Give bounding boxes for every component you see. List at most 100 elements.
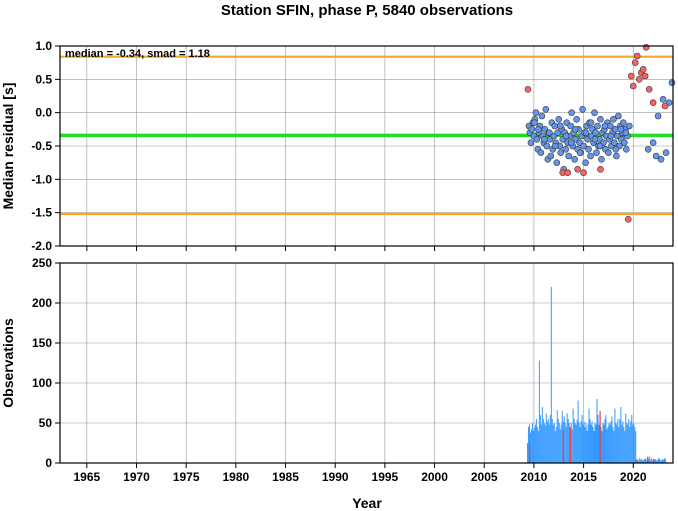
- observation-bar: [655, 459, 657, 463]
- observation-bar: [551, 419, 553, 463]
- data-point: [582, 129, 590, 136]
- observation-bar: [548, 424, 550, 463]
- observation-bar: [625, 413, 627, 463]
- observation-bar: [582, 424, 584, 463]
- observation-bar: [640, 459, 642, 463]
- data-point: [625, 122, 633, 130]
- data-point: [617, 126, 625, 133]
- observation-bar: [566, 413, 568, 463]
- observation-bar: [579, 427, 581, 463]
- observation-bar: [594, 423, 596, 463]
- observation-bar: [619, 419, 621, 463]
- data-point: [551, 142, 559, 150]
- y-tick-label: 250: [32, 256, 52, 270]
- data-point: [615, 112, 622, 120]
- observation-bar: [559, 429, 561, 463]
- stats-annotation: median = -0.34, smad = 1.18: [65, 48, 210, 60]
- observation-bar: [536, 427, 538, 463]
- y-tick-label: 200: [32, 296, 52, 310]
- observation-bar: [629, 427, 631, 463]
- observation-bar: [634, 427, 636, 463]
- observation-bar: [623, 427, 625, 463]
- outlier-bar: [569, 427, 571, 463]
- x-tick-label: 1970: [123, 470, 150, 484]
- y-tick-label: -2.0: [31, 239, 52, 253]
- observation-bar: [628, 419, 630, 463]
- observation-bar: [563, 416, 565, 463]
- data-point: [571, 126, 579, 133]
- y-axis-label-residual: Median residual [s]: [0, 83, 16, 210]
- outlier-bar: [647, 456, 649, 463]
- observation-bar: [659, 459, 661, 463]
- data-point: [623, 146, 630, 153]
- x-tick-label: 2015: [570, 470, 597, 484]
- observation-bar: [608, 423, 610, 463]
- observation-bar: [620, 407, 622, 463]
- outlier-point: [633, 52, 641, 60]
- observation-bar: [578, 423, 580, 463]
- data-point: [562, 146, 570, 153]
- outlier-point: [627, 72, 635, 80]
- data-point: [576, 149, 584, 156]
- observation-bar: [651, 458, 653, 463]
- data-point: [546, 129, 553, 136]
- data-point: [654, 112, 662, 120]
- observation-bar: [661, 460, 663, 463]
- data-point: [585, 146, 592, 153]
- observation-bar: [598, 424, 600, 463]
- data-point: [587, 152, 594, 160]
- observation-bar: [627, 424, 629, 463]
- observation-bar: [609, 424, 611, 463]
- outlier-point: [661, 102, 669, 110]
- observation-bar: [538, 360, 540, 463]
- plot-frame: [59, 262, 674, 464]
- observation-bar: [553, 423, 555, 463]
- observation-bar: [542, 419, 544, 463]
- observation-bar: [557, 419, 559, 463]
- observation-bar: [550, 287, 552, 463]
- data-point: [562, 132, 570, 140]
- outlier-bar: [528, 443, 531, 463]
- outlier-point: [635, 76, 643, 83]
- outlier-point: [649, 99, 657, 106]
- data-point: [613, 152, 620, 160]
- observation-bar: [572, 408, 574, 463]
- observation-bar: [570, 423, 572, 463]
- outlier-point: [564, 169, 571, 176]
- observation-bar: [652, 460, 654, 463]
- data-point: [579, 106, 586, 113]
- observation-bar: [549, 415, 551, 463]
- outlier-point: [642, 44, 650, 51]
- x-tick-label: 1995: [372, 470, 399, 484]
- observation-bar: [577, 400, 579, 463]
- data-point: [591, 109, 598, 116]
- observation-bar: [632, 424, 634, 463]
- data-point: [662, 149, 670, 156]
- observation-bar: [603, 424, 605, 463]
- observation-bar: [642, 460, 644, 463]
- data-point: [591, 136, 599, 143]
- y-tick-label: 100: [32, 376, 52, 390]
- data-point: [567, 122, 574, 130]
- observation-bar: [649, 456, 651, 463]
- observation-bar: [605, 415, 607, 463]
- observation-bar: [646, 459, 648, 463]
- data-point: [541, 136, 548, 143]
- data-point: [532, 109, 540, 116]
- observation-bar: [626, 423, 628, 463]
- observation-bar: [588, 408, 590, 463]
- plot-frame: [59, 45, 674, 247]
- data-point: [622, 129, 630, 136]
- data-point: [596, 142, 604, 150]
- observation-bar: [560, 424, 562, 463]
- outlier-bar: [635, 459, 637, 463]
- data-point: [542, 106, 550, 113]
- y-tick-label: -1.5: [31, 206, 52, 220]
- data-point: [601, 122, 609, 130]
- outlier-point: [639, 66, 647, 73]
- observation-bar: [535, 419, 537, 463]
- observation-bar: [527, 427, 529, 463]
- observation-bar: [636, 459, 638, 463]
- observation-bar: [530, 429, 532, 463]
- data-point: [528, 126, 536, 133]
